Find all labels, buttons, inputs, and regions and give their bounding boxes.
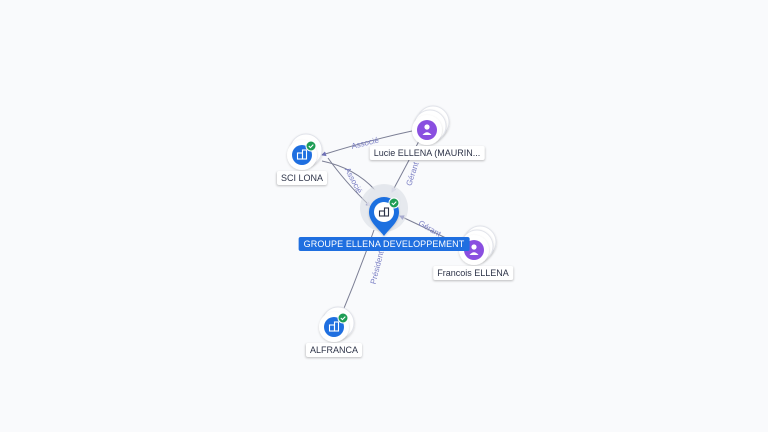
node-label-center[interactable]: GROUPE ELLENA DEVELOPPEMENT xyxy=(298,237,470,251)
company-node-alfranca[interactable] xyxy=(319,306,355,342)
verified-badge-icon xyxy=(305,140,317,152)
edge-label-center-alfranca: Président xyxy=(369,249,386,285)
company-node-sci-lona[interactable] xyxy=(287,133,323,170)
node-label-francois[interactable]: Francois ELLENA xyxy=(433,266,513,280)
verified-badge-icon xyxy=(337,312,349,324)
company-icon xyxy=(296,149,308,160)
verified-badge-icon xyxy=(388,197,400,209)
person-node-lucie[interactable] xyxy=(412,105,450,145)
node-label-sci-lona[interactable]: SCI LONA xyxy=(276,171,328,185)
person-icon xyxy=(422,124,432,135)
company-icon xyxy=(328,321,340,332)
edge-lucie-sci[interactable] xyxy=(321,130,413,157)
node-label-lucie[interactable]: Lucie ELLENA (MAURIN... xyxy=(369,146,485,160)
company-icon xyxy=(378,207,390,217)
company-node-center[interactable] xyxy=(360,184,408,236)
edge-label-francois-center: Gérant xyxy=(417,219,443,239)
person-icon xyxy=(469,244,479,255)
edge-sci-center-2[interactable] xyxy=(321,160,376,191)
node-label-alfranca[interactable]: ALFRANCA xyxy=(305,343,363,357)
